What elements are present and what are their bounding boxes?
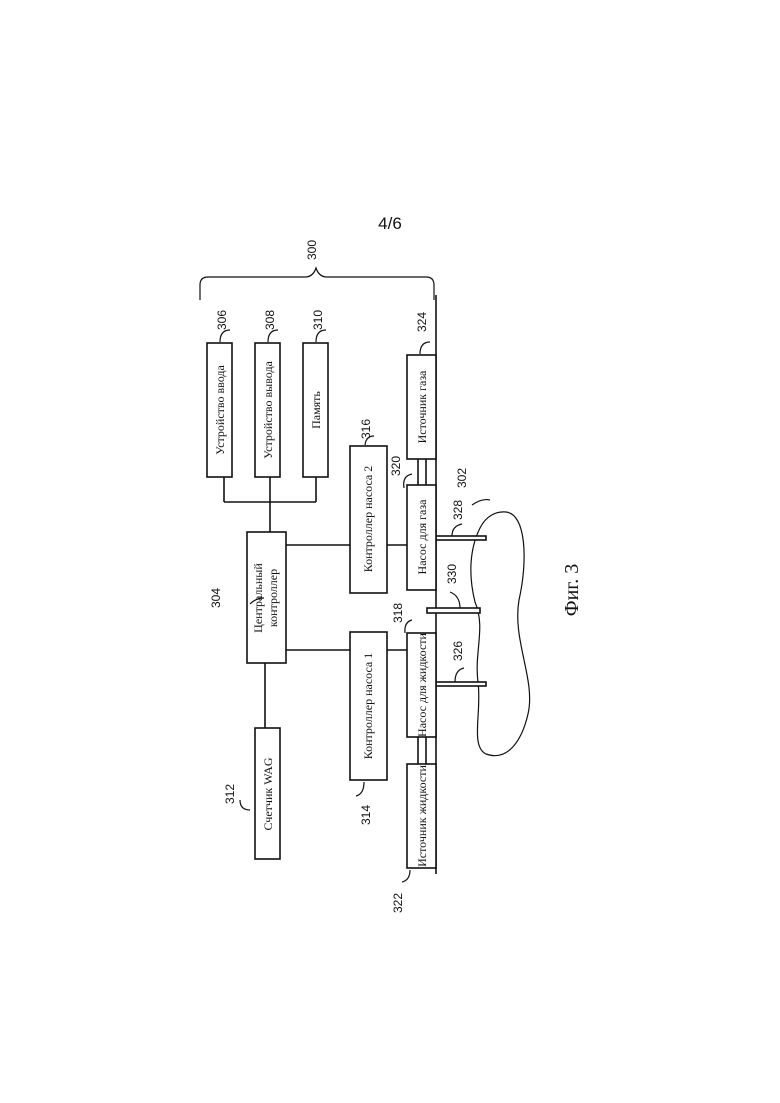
gas-pump-block: Насос для газа: [407, 485, 436, 590]
leader-326: [455, 668, 464, 682]
pump-controller-1-label: Контроллер насоса 1: [361, 653, 375, 760]
output-device-label: Устройство вывода: [261, 360, 275, 458]
liquid-source-block: Источник жидкости: [407, 764, 436, 868]
leader-324: [420, 342, 430, 354]
system-brace: [200, 268, 434, 300]
figure-caption: Фиг. 3: [561, 564, 583, 616]
ref-production-well: 330: [445, 564, 459, 584]
ref-gas-well: 328: [451, 500, 465, 520]
memory-label: Память: [309, 391, 323, 429]
output-device-block: Устройство вывода: [255, 343, 280, 477]
gas-pump-label: Насос для газа: [415, 499, 429, 575]
leader-302: [472, 500, 490, 505]
ref-wag-counter: 312: [223, 784, 237, 804]
leader-308: [268, 330, 278, 342]
liquid-injection-well: [436, 682, 486, 686]
gas-injection-well: [436, 536, 486, 540]
gas-source-block: Источник газа: [407, 355, 436, 459]
wag-counter-label: Счетчик WAG: [261, 757, 275, 830]
ref-pump-controller-2: 316: [359, 419, 373, 439]
liquid-pump-block: Насос для жидкости: [407, 632, 436, 737]
leader-306: [220, 330, 230, 342]
ref-liquid-source: 322: [391, 893, 405, 913]
page-number: 4/6: [378, 214, 402, 233]
central-controller-block: Центральный контроллер: [247, 532, 286, 663]
ref-input-device: 306: [215, 310, 229, 330]
leader-312: [240, 800, 250, 810]
leader-322: [402, 870, 410, 882]
gas-source-label: Источник газа: [415, 370, 429, 443]
leader-330: [450, 592, 460, 608]
leader-328: [452, 524, 462, 536]
input-device-label: Устройство ввода: [213, 364, 227, 454]
ref-system: 300: [305, 240, 319, 260]
ref-reservoir: 302: [455, 468, 469, 488]
ref-gas-source: 324: [415, 312, 429, 332]
production-well: [427, 608, 480, 613]
ref-memory: 310: [311, 310, 325, 330]
leader-310: [316, 330, 326, 342]
liquid-source-label: Источник жидкости: [415, 765, 429, 867]
wag-counter-block: Счетчик WAG: [255, 728, 280, 859]
ref-liquid-well: 326: [451, 641, 465, 661]
pump-controller-2-block: Контроллер насоса 2: [350, 446, 387, 593]
pump-controller-2-label: Контроллер насоса 2: [361, 466, 375, 573]
ref-output-device: 308: [263, 310, 277, 330]
ref-liquid-pump: 318: [391, 603, 405, 623]
reservoir: [471, 512, 530, 756]
leader-314: [356, 782, 364, 796]
pump-controller-1-block: Контроллер насоса 1: [350, 632, 387, 780]
ref-central-controller: 304: [209, 588, 223, 608]
ref-gas-pump: 320: [389, 456, 403, 476]
leader-318: [405, 620, 412, 633]
liquid-pump-label: Насос для жидкости: [415, 632, 429, 736]
central-controller-label-2: контроллер: [266, 569, 280, 627]
ref-pump-controller-1: 314: [359, 805, 373, 825]
memory-block: Память: [303, 343, 328, 477]
input-device-block: Устройство ввода: [207, 343, 232, 477]
